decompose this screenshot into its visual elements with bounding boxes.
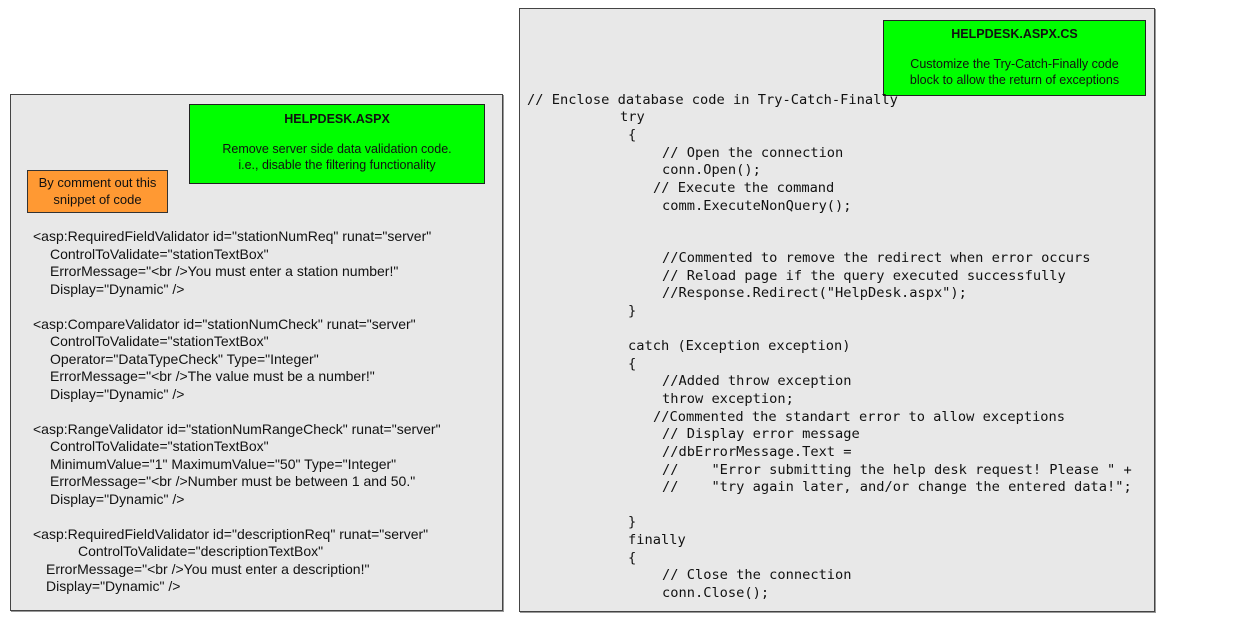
aspx-code-line: Operator="DataTypeCheck" Type="Integer" bbox=[50, 351, 319, 367]
cs-code-line: catch (Exception exception) bbox=[628, 338, 851, 354]
cs-code-line: //Commented to remove the redirect when … bbox=[662, 250, 1091, 266]
aspx-code-line: ErrorMessage="<br />Number must be betwe… bbox=[50, 473, 416, 489]
cs-code-line: // Display error message bbox=[662, 426, 860, 442]
cs-code-line: conn.Open(); bbox=[662, 162, 761, 178]
aspx-code-line: MinimumValue="1" MaximumValue="50" Type=… bbox=[50, 456, 397, 472]
aspx-code-line: ControlToValidate="stationTextBox" bbox=[50, 246, 269, 262]
aspx-note-title: HELPDESK.ASPX bbox=[284, 112, 390, 126]
cs-code-line: // Execute the command bbox=[653, 180, 835, 196]
cs-code-line: } bbox=[628, 303, 637, 319]
aspx-code-line: ErrorMessage="<br />The value must be a … bbox=[50, 368, 375, 384]
aspx-note-line: Remove server side data validation code. bbox=[222, 142, 452, 156]
callout-line: snippet of code bbox=[53, 192, 142, 207]
cs-code-line: { bbox=[628, 550, 637, 566]
cs-code-line: conn.Close(); bbox=[662, 585, 770, 601]
aspx-code-line: ControlToValidate="descriptionTextBox" bbox=[78, 543, 324, 559]
aspx-cs-note-line: Customize the Try-Catch-Finally code bbox=[910, 57, 1119, 71]
aspx-code-line: <asp:RangeValidator id="stationNumRangeC… bbox=[33, 421, 441, 437]
cs-code-line: comm.ExecuteNonQuery(); bbox=[662, 198, 852, 214]
cs-code-line: //Added throw exception bbox=[662, 373, 852, 389]
aspx-cs-note: HELPDESK.ASPX.CS Customize the Try-Catch… bbox=[883, 20, 1146, 96]
cs-code-line: throw exception; bbox=[662, 391, 794, 407]
cs-code-line: // "Error submitting the help desk reque… bbox=[662, 462, 1132, 478]
aspx-code-line: ErrorMessage="<br />You must enter a sta… bbox=[50, 263, 399, 279]
comment-out-callout: By comment out this snippet of code bbox=[27, 170, 168, 213]
cs-code-line: try bbox=[620, 109, 645, 125]
aspx-code-line: Display="Dynamic" /> bbox=[50, 281, 185, 297]
cs-code-line: { bbox=[628, 127, 637, 143]
cs-code-line: // "try again later, and/or change the e… bbox=[662, 479, 1132, 495]
aspx-code-line: Display="Dynamic" /> bbox=[46, 578, 181, 594]
cs-code-line: finally bbox=[628, 532, 686, 548]
aspx-code-line: Display="Dynamic" /> bbox=[50, 491, 185, 507]
aspx-cs-note-title: HELPDESK.ASPX.CS bbox=[951, 27, 1078, 41]
aspx-code-line: ControlToValidate="stationTextBox" bbox=[50, 333, 269, 349]
callout-line: By comment out this bbox=[38, 175, 157, 190]
aspx-panel: HELPDESK.ASPX Remove server side data va… bbox=[10, 94, 503, 611]
cs-code-line: // Open the connection bbox=[662, 145, 844, 161]
aspx-cs-note-line: block to allow the return of exceptions bbox=[909, 73, 1120, 87]
aspx-code-line: <asp:RequiredFieldValidator id="descript… bbox=[33, 526, 429, 542]
cs-code-line: // Reload page if the query executed suc… bbox=[662, 268, 1066, 284]
cs-code-line: //dbErrorMessage.Text = bbox=[662, 444, 852, 460]
aspx-note: HELPDESK.ASPX Remove server side data va… bbox=[189, 104, 485, 184]
aspx-code-line: ControlToValidate="stationTextBox" bbox=[50, 438, 269, 454]
cs-code-line: } bbox=[628, 514, 637, 530]
cs-code-line: //Commented the standart error to allow … bbox=[653, 409, 1066, 425]
aspx-code-line: Display="Dynamic" /> bbox=[50, 386, 185, 402]
cs-code-line: { bbox=[628, 356, 637, 372]
aspx-cs-panel: HELPDESK.ASPX.CS Customize the Try-Catch… bbox=[519, 8, 1155, 612]
cs-code-line: // Close the connection bbox=[662, 567, 852, 583]
aspx-code-line: <asp:CompareValidator id="stationNumChec… bbox=[33, 316, 416, 332]
cs-code-line: // Enclose database code in Try-Catch-Fi… bbox=[527, 92, 898, 108]
aspx-code-line: <asp:RequiredFieldValidator id="stationN… bbox=[33, 228, 432, 244]
aspx-code-line: ErrorMessage="<br />You must enter a des… bbox=[46, 561, 370, 577]
aspx-note-line: i.e., disable the filtering functionalit… bbox=[238, 158, 436, 172]
cs-code-line: //Response.Redirect("HelpDesk.aspx"); bbox=[662, 285, 967, 301]
